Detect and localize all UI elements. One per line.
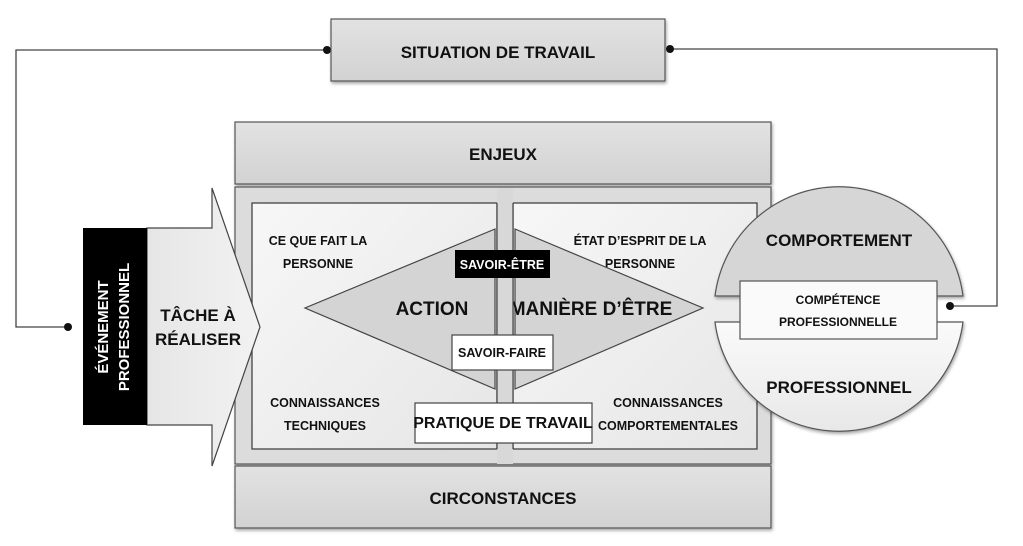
tache-arrow: TÂCHE À RÉALISER xyxy=(146,187,261,467)
pratique-de-travail-box: PRATIQUE DE TRAVAIL xyxy=(413,402,593,444)
evenement-line1: ÉVÉNEMENT xyxy=(95,280,112,373)
left-top-line2: PERSONNE xyxy=(283,257,353,271)
tache-line2: RÉALISER xyxy=(155,330,241,349)
situation-de-travail-box: SITUATION DE TRAVAIL xyxy=(330,18,666,82)
left-top-line1: CE QUE FAIT LA xyxy=(269,234,368,248)
right-top-line2: PERSONNE xyxy=(605,257,675,271)
connector-dot xyxy=(64,323,72,331)
competence-line2: PROFESSIONNELLE xyxy=(779,315,897,329)
circonstances-box: CIRCONSTANCES xyxy=(234,465,772,529)
savoir-etre-box: SAVOIR-ÊTRE xyxy=(455,250,550,278)
comportement-circle xyxy=(714,186,964,432)
circonstances-label: CIRCONSTANCES xyxy=(429,489,576,508)
connector-right xyxy=(666,45,998,310)
connector-dot xyxy=(946,302,954,310)
connector-left xyxy=(15,46,331,331)
enjeux-box: ENJEUX xyxy=(234,121,772,185)
savoir-faire-box: SAVOIR-FAIRE xyxy=(451,334,554,371)
connector-dot xyxy=(323,46,331,54)
left-bottom-line1: CONNAISSANCES xyxy=(270,396,380,410)
pratique-label: PRATIQUE DE TRAVAIL xyxy=(413,415,593,432)
maniere-triangle: MANIÈRE D’ÊTRE xyxy=(510,228,705,390)
competence-line1: COMPÉTENCE xyxy=(796,292,881,307)
right-bottom-line1: CONNAISSANCES xyxy=(613,396,723,410)
action-triangle: ACTION xyxy=(303,228,496,390)
competence-professionnelle-box: COMPÉTENCE PROFESSIONNELLE xyxy=(739,280,938,340)
tache-line1: TÂCHE À xyxy=(160,306,236,325)
enjeux-label: ENJEUX xyxy=(469,145,538,164)
connector-dot xyxy=(666,45,674,53)
left-bottom-line2: TECHNIQUES xyxy=(284,419,366,433)
maniere-label: MANIÈRE D’ÊTRE xyxy=(510,298,673,320)
right-top-line1: ÉTAT D’ESPRIT DE LA xyxy=(574,233,707,248)
right-bottom-line2: COMPORTEMENTALES xyxy=(598,419,738,433)
situation-label: SITUATION DE TRAVAIL xyxy=(401,43,596,62)
professionnel-label: PROFESSIONNEL xyxy=(766,378,911,397)
evenement-box: ÉVÉNEMENT PROFESSIONNEL xyxy=(83,228,147,425)
comportement-label: COMPORTEMENT xyxy=(766,231,913,250)
savoir-etre-label: SAVOIR-ÊTRE xyxy=(460,257,545,272)
savoir-faire-label: SAVOIR-FAIRE xyxy=(458,346,546,360)
action-label: ACTION xyxy=(396,299,469,320)
evenement-line2: PROFESSIONNEL xyxy=(116,263,133,391)
